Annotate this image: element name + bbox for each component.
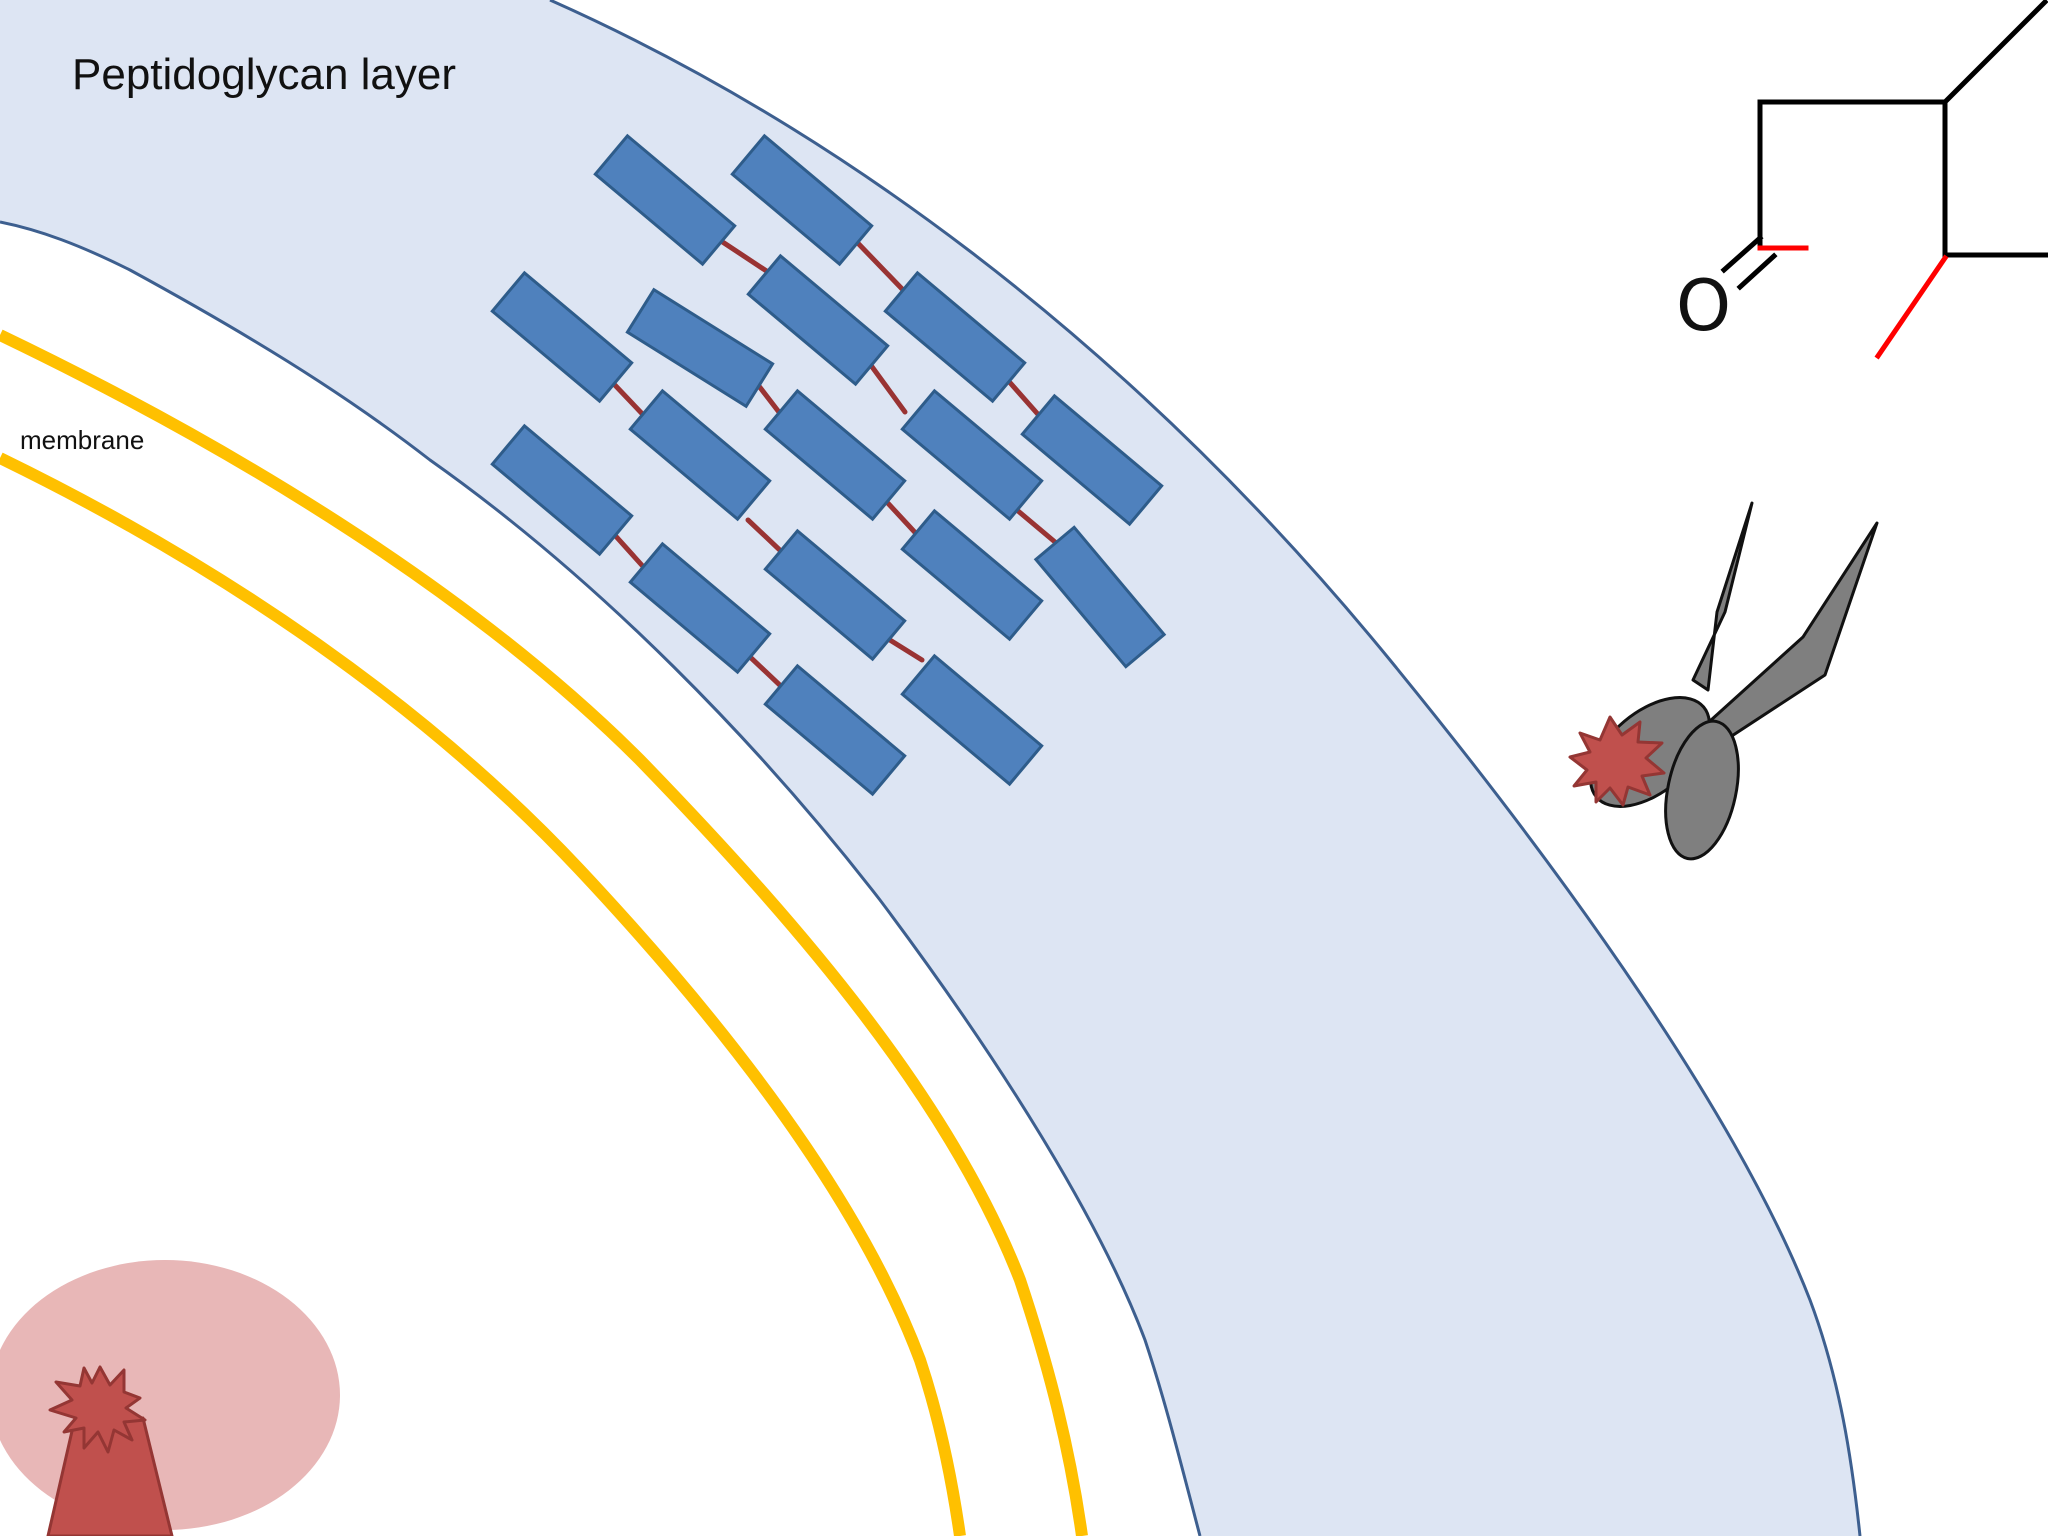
glycan-block	[746, 253, 890, 387]
ring-bond	[1941, 0, 2048, 106]
scissors-icon	[1568, 501, 1879, 861]
crosslink	[745, 517, 788, 558]
membrane-inner-line	[0, 452, 966, 1536]
cleaved-bond-highlight	[1874, 254, 1949, 360]
scissors-blade	[1698, 521, 1879, 747]
glycan-block	[593, 133, 737, 267]
glycan-block	[490, 270, 634, 404]
crosslink	[882, 634, 925, 663]
emitter	[0, 1260, 340, 1536]
crosslink	[867, 361, 908, 415]
glycan-block	[730, 133, 874, 267]
crosslink	[849, 234, 908, 295]
membrane-outer-line	[0, 329, 1088, 1536]
glycan-block	[900, 508, 1044, 642]
glycan-block	[1033, 525, 1167, 669]
crosslink	[1002, 374, 1046, 423]
burst-icon	[1568, 715, 1666, 807]
scissors-blade	[1691, 501, 1754, 692]
glycan-block	[900, 388, 1044, 522]
membrane-label: membrane	[20, 425, 145, 455]
crosslink	[745, 652, 788, 693]
crosslink	[609, 529, 651, 575]
glycan-block	[625, 287, 775, 409]
scissors-handle	[1664, 719, 1740, 861]
glycan-block	[490, 423, 634, 557]
emitter-glow	[0, 1260, 340, 1530]
oxygen-atom-label: O	[1676, 265, 1732, 347]
glycan-block	[763, 663, 907, 797]
burst-icon	[48, 1365, 147, 1454]
cell-wall-inner-edge	[0, 220, 1202, 1536]
glycan-block	[628, 541, 772, 675]
glycan-block	[763, 528, 907, 662]
glycan-block	[1020, 393, 1164, 527]
carbonyl-bond	[1720, 234, 1764, 274]
glycan-block	[628, 388, 772, 522]
glycan-block	[900, 653, 1044, 787]
cell-wall-outer-edge	[549, 0, 1862, 1536]
crosslink	[712, 234, 771, 275]
glycan-block	[763, 388, 907, 522]
glycan-block	[883, 270, 1027, 404]
beta-lactam-structure	[1720, 0, 2048, 360]
diagram-title: Peptidoglycan layer	[72, 50, 457, 99]
carbonyl-bond	[1736, 252, 1778, 291]
glycan-strands	[490, 133, 1167, 797]
cell-wall-band	[0, 0, 1860, 1536]
